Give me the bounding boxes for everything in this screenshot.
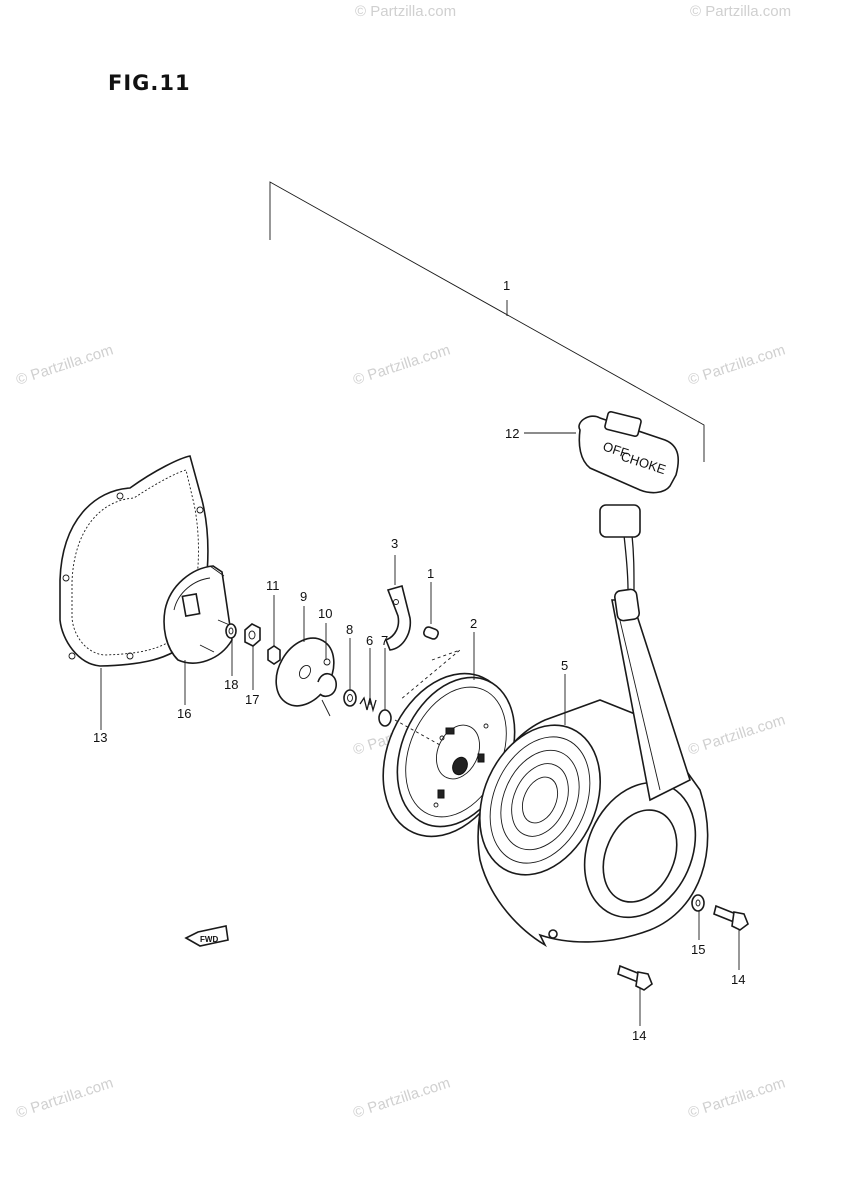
pin (423, 626, 439, 640)
ratchet-guide (384, 585, 412, 651)
watermark: © Partzilla.com (355, 3, 456, 20)
assembly-lines (394, 649, 461, 746)
callout-12: 12 (505, 426, 519, 441)
leader-lines (100, 432, 740, 1026)
callouts: 1 12 3 1 2 5 11 9 10 8 6 7 18 17 16 13 1… (93, 278, 745, 1043)
callout-18: 18 (224, 677, 238, 692)
reel-pulley (382, 672, 516, 838)
callout-3: 3 (391, 536, 398, 551)
watermark: © Partzilla.com (686, 1074, 787, 1121)
callout-14-bottom: 14 (632, 1028, 646, 1043)
callout-1: 1 (427, 566, 434, 581)
watermark: © Partzilla.com (690, 3, 791, 20)
callout-6: 6 (366, 633, 373, 648)
callout-10: 10 (318, 606, 332, 621)
watermark: © Partzilla.com (351, 341, 452, 388)
figure-title: FIG.11 (108, 71, 191, 95)
watermark: © Partzilla.com (686, 341, 787, 388)
washer-spring-collar (343, 689, 392, 727)
callout-16: 16 (177, 706, 191, 721)
return-spring-clip (317, 658, 337, 717)
callout-9: 9 (300, 589, 307, 604)
rope-and-handle: OFF CHOKE (578, 410, 691, 802)
callout-11: 11 (266, 578, 280, 593)
callout-2: 2 (470, 616, 477, 631)
fwd-arrow-label: FWD (200, 935, 218, 944)
washer-and-bolts (617, 894, 749, 991)
washer-and-nut (225, 623, 261, 647)
callout-1-assembly: 1 (503, 278, 510, 293)
callout-17: 17 (245, 692, 259, 707)
callout-13: 13 (93, 730, 107, 745)
callout-8: 8 (346, 622, 353, 637)
callout-5: 5 (561, 658, 568, 673)
fwd-arrow: FWD (184, 925, 229, 947)
watermark: © Partzilla.com (14, 341, 115, 388)
watermark: © Partzilla.com (14, 1074, 115, 1121)
small-nut (267, 645, 281, 665)
friction-plate (275, 637, 335, 707)
watermark: © Partzilla.com (351, 1074, 452, 1121)
callout-14-right: 14 (731, 972, 745, 987)
assembly-bracket (269, 181, 705, 462)
callout-7: 7 (381, 633, 388, 648)
watermark: © Partzilla.com (686, 711, 787, 758)
callout-15: 15 (691, 942, 705, 957)
